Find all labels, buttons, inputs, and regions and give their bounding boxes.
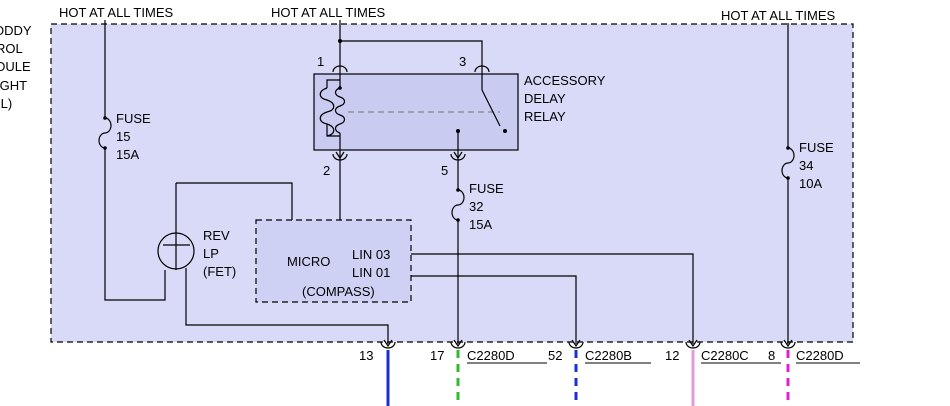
fuse-34-symbol xyxy=(781,147,795,179)
rev-lamp-lp: LP xyxy=(203,246,219,261)
micro-module xyxy=(255,219,412,303)
connector-12: 12 C2280C xyxy=(665,338,781,406)
fuse-32-number: 32 xyxy=(469,199,483,214)
accessory-delay-relay xyxy=(313,65,519,161)
fuse-34-number: 34 xyxy=(799,158,813,173)
fuse-15-symbol xyxy=(98,117,112,149)
fuse-34-circuit xyxy=(781,23,795,338)
connector-name: C2280D xyxy=(467,348,515,363)
fuse-15-rating: 15A xyxy=(116,147,139,162)
fuse-15-number: 15 xyxy=(116,129,130,144)
fuse-34-label: FUSE xyxy=(799,140,834,155)
relay-pin-1: 1 xyxy=(317,54,324,69)
relay-name-line-3: RELAY xyxy=(524,109,566,124)
relay-feed xyxy=(338,20,483,66)
relay-pin-3: 3 xyxy=(459,54,466,69)
module-name-line-2: ROL xyxy=(0,41,23,56)
module-name-line-1: ODDY xyxy=(0,23,32,38)
connector-pin-number: 17 xyxy=(430,348,444,363)
hot-label-left: HOT AT ALL TIMES xyxy=(59,5,173,20)
connector-name: C2280B xyxy=(585,348,632,363)
micro-lin01: LIN 01 xyxy=(352,265,390,280)
relay-name-line-2: DELAY xyxy=(524,91,566,106)
connector-pin-number: 13 xyxy=(359,348,373,363)
micro-title: MICRO xyxy=(287,254,330,269)
connector-row: 13 17 C2280D 52 C2280B 12 C2280C 8 C2280D xyxy=(359,338,860,406)
connector-13: 13 xyxy=(359,338,396,406)
lin01-wire xyxy=(411,275,577,338)
fuse-15-circuit xyxy=(98,20,166,301)
connector-pin-number: 8 xyxy=(768,348,775,363)
connector-name: C2280D xyxy=(796,348,844,363)
module-name-line-4: IGHT xyxy=(0,78,27,93)
rev-lamp-type: (FET) xyxy=(203,264,236,279)
connector-8: 8 C2280D xyxy=(768,338,860,406)
module-name: ODDY ROL DULE IGHT EL) xyxy=(0,23,32,111)
micro-subtitle: (COMPASS) xyxy=(302,284,375,299)
fuse-32-rating: 15A xyxy=(469,217,492,232)
fuse-32-symbol xyxy=(451,189,465,221)
rev-lamp-fet xyxy=(157,182,389,338)
connector-name: C2280C xyxy=(701,348,749,363)
module-housing xyxy=(50,23,854,343)
fuse-32-circuit xyxy=(451,160,465,338)
hot-label-right: HOT AT ALL TIMES xyxy=(721,8,835,23)
rev-lamp-label: REV xyxy=(203,228,230,243)
fuse-34-rating: 10A xyxy=(799,176,822,191)
module-name-line-3: DULE xyxy=(0,59,31,74)
connector-17: 17 C2280D xyxy=(430,338,547,406)
fuse-32-label: FUSE xyxy=(469,181,504,196)
connector-52: 52 C2280B xyxy=(548,338,651,406)
hot-label-center: HOT AT ALL TIMES xyxy=(271,5,385,20)
relay-pin-2: 2 xyxy=(323,163,330,178)
relay-name-line-1: ACCESSORY xyxy=(524,73,606,88)
micro-lin03: LIN 03 xyxy=(352,247,390,262)
lin03-wire xyxy=(411,253,694,338)
connector-pin-number: 52 xyxy=(548,348,562,363)
connector-pin-number: 12 xyxy=(665,348,679,363)
fuse-15-label: FUSE xyxy=(116,111,151,126)
module-name-line-5: EL) xyxy=(0,96,12,111)
relay-pin-5: 5 xyxy=(441,163,448,178)
